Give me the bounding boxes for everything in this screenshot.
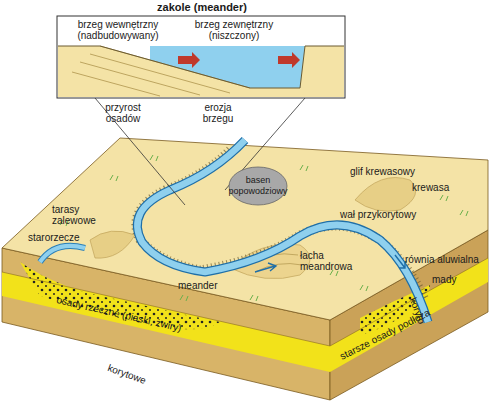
node-text: brzeg zewnętrzny (niszczony): [179, 19, 289, 41]
basin-fill: [229, 167, 287, 205]
feature-label: glif krewasowy: [350, 166, 430, 177]
inset-frame: [57, 16, 345, 98]
grass-marks: [60, 155, 468, 301]
inset-heading: zakole (meander): [117, 2, 287, 13]
feature-label: równia aluwialna: [405, 254, 490, 265]
oxbow-lake: [40, 246, 85, 262]
terrace: [90, 231, 135, 258]
node-text: brzeg wewnętrzny (nadbudowywany): [63, 19, 173, 41]
inset-ground: [58, 46, 344, 97]
feature-label: starorzecze: [28, 232, 108, 243]
crevasse-splay: [355, 178, 416, 212]
feature-label: krewasa: [412, 182, 472, 193]
feature-label: erozja brzegu: [188, 102, 248, 124]
feature-label: mady: [432, 274, 472, 285]
feature-label: meander: [178, 280, 238, 291]
feature-label: wał przykorytowy: [340, 209, 440, 220]
basin-ellipse: basen popowodziowy: [228, 166, 288, 206]
node-text: basen popowodziowy: [228, 175, 288, 197]
feature-label: tarasy zalewowe: [52, 204, 112, 226]
feature-label: przyrost osadów: [88, 102, 158, 124]
erosion-arrow: [278, 52, 300, 68]
feature-label: korytowe: [106, 362, 166, 393]
inset-panel: zakole (meander) brzeg wewnętrzny (nadbud…: [57, 0, 345, 98]
feature-label: łacha meandrowa: [300, 250, 360, 272]
deposition-arrow: [178, 52, 200, 68]
